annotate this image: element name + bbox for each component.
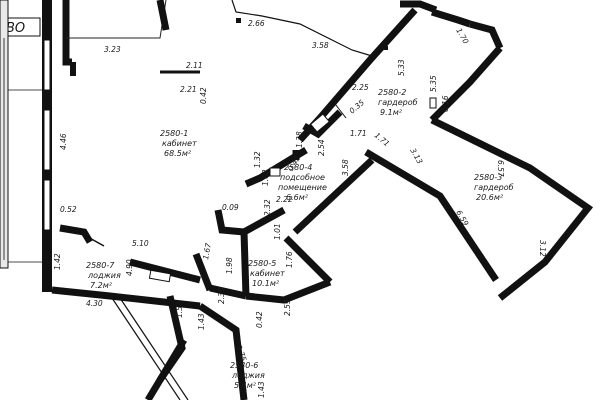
room-area: 7.2м²: [90, 281, 113, 290]
dim-label: 5.33: [397, 59, 406, 76]
dim-label: 4.46: [59, 133, 68, 150]
room-id: 2580-4: [284, 163, 312, 172]
dim-label: 2.32: [263, 199, 272, 216]
room-id: 2580-2: [378, 88, 406, 97]
room-2580-7: 2580-7 лоджия 7.2м²: [86, 261, 121, 290]
room-id: 2580-5: [248, 259, 276, 268]
corner-mark: ВО: [1, 17, 41, 37]
dim-label: 3.58: [341, 159, 350, 176]
dim-label: 1.70: [454, 27, 470, 46]
room-2580-2: 2580-2 гардероб 9.1м²: [378, 88, 418, 117]
dim-label: 2.21: [180, 85, 197, 94]
dim-label: 1.43: [197, 313, 206, 330]
dim-label: 1.98: [225, 257, 234, 274]
room-id: 2580-7: [86, 261, 115, 270]
dim-label: 3.58: [312, 41, 329, 50]
room-name-2: помещение: [278, 183, 327, 192]
dim-label: 3.12: [538, 240, 547, 257]
dim-label: 2.25: [352, 83, 369, 92]
left-exterior-wall: [0, 0, 52, 292]
dim-label: 2.59: [283, 299, 292, 316]
dim-label: 0.35: [348, 98, 367, 116]
room-2580-5: 2580-5 кабинет 10.1м²: [248, 259, 285, 288]
room-area: 9.1м²: [380, 108, 403, 117]
dim-label: 2.54: [317, 139, 326, 156]
loggia-walls: [51, 224, 248, 400]
dim-label: 0.16: [441, 95, 450, 112]
corner-mark-text: ВО: [6, 21, 25, 36]
dim-label: 6.57: [496, 160, 505, 177]
dim-label: 1.71: [350, 129, 367, 138]
room-id: 2580-6: [230, 361, 258, 370]
room-area: 10.1м²: [252, 279, 280, 288]
dim-label: 3.23: [104, 45, 121, 54]
room-area: 5.4м²: [234, 381, 257, 390]
room-id: 2580-3: [474, 173, 502, 182]
room-2580-3: 2580-3 гардероб 20.6м²: [474, 173, 514, 202]
dim-label: 0.09: [222, 203, 239, 212]
room-name: лоджия: [87, 271, 121, 280]
diagonal-walls: [283, 7, 594, 301]
dim-label: 5.10: [132, 239, 149, 248]
room-2580-6: 2580-6 лоджия 5.4м²: [230, 361, 265, 390]
room-2580-1: 2580-1 кабинет 68.5м²: [160, 129, 197, 158]
room-area: 6.6м²: [286, 193, 309, 202]
room-name: лоджия: [231, 371, 265, 380]
room-id: 2580-1: [160, 129, 188, 138]
dim-label: 5.35: [429, 75, 438, 92]
dim-label: 1.57: [175, 301, 184, 318]
dim-label: 1.67: [201, 242, 213, 260]
room-name: гардероб: [378, 98, 418, 107]
dim-label: 1.32: [253, 151, 262, 168]
dim-label: 0.52: [60, 205, 77, 214]
room-name: кабинет: [162, 139, 197, 148]
dim-label: 0.42: [255, 311, 264, 328]
room-area: 68.5м²: [164, 149, 192, 158]
dim-label: 2.66: [248, 19, 265, 28]
dimension-labels: 3.23 2.66 3.58 1.70 2.11 2.21 0.42 4.46 …: [53, 19, 547, 398]
dim-label: 1.02: [261, 169, 270, 186]
dim-label: 4.30: [86, 299, 103, 308]
door-marks: [70, 18, 437, 283]
room-name: гардероб: [474, 183, 514, 192]
dim-label: 1.76: [285, 251, 294, 268]
dim-label: 2.30: [217, 287, 226, 304]
room-name: подсобное: [280, 173, 325, 182]
dim-label: 1.38: [295, 131, 304, 148]
dim-label: 1.71: [373, 131, 392, 149]
central-walls: [192, 109, 343, 304]
room-area: 20.6м²: [476, 193, 504, 202]
dim-label: 4.90: [125, 259, 134, 276]
dim-label: 1.01: [273, 223, 282, 240]
dim-label: 2.22: [276, 195, 293, 204]
dim-label: 1.42: [53, 253, 62, 270]
dim-label: 1.43: [257, 381, 266, 398]
dim-label: 3.13: [408, 147, 424, 166]
room-name: кабинет: [250, 269, 285, 278]
dim-label: 2.11: [186, 61, 203, 70]
dim-label: 0.42: [199, 87, 208, 104]
room-2580-4: 2580-4 подсобное помещение 6.6м²: [278, 163, 327, 202]
